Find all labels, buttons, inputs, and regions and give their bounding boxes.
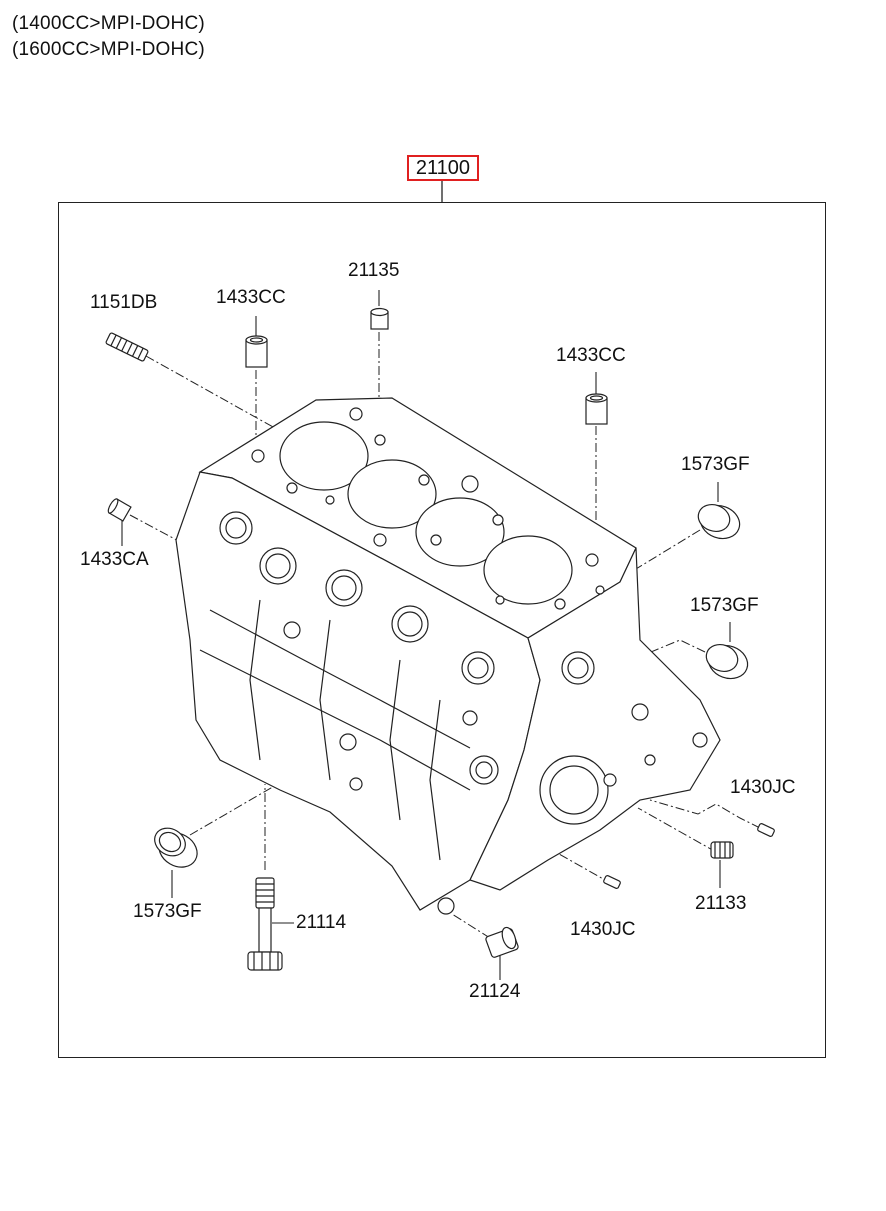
leader-1151db [145, 355, 283, 433]
callout-1151db[interactable]: 1151DB [90, 292, 158, 313]
callout-1433cc-left[interactable]: 1433CC [216, 287, 286, 308]
callout-21124[interactable]: 21124 [469, 981, 521, 1002]
pin-1430jc-bottom [603, 875, 621, 889]
callout-1573gf-mid[interactable]: 1573GF [690, 595, 759, 616]
sleeve-21135 [370, 307, 389, 330]
dowel-1433ca [107, 498, 132, 522]
leader-1430jc-right [649, 799, 761, 829]
plug-1573gf-top [697, 504, 741, 540]
dowel-1433cc-right [585, 393, 608, 425]
bolt-21114 [247, 877, 283, 971]
plug-1573gf-bottom [154, 827, 198, 868]
dowel-1433cc-left [245, 335, 268, 368]
plug-21133 [710, 841, 734, 859]
plug-1573gf-mid [705, 644, 749, 680]
callout-1430jc-bottom[interactable]: 1430JC [570, 919, 636, 940]
assembly-part-number[interactable]: 21100 [407, 155, 479, 181]
cylinder-block [175, 397, 721, 915]
callout-1573gf-top[interactable]: 1573GF [681, 454, 750, 475]
callout-21135[interactable]: 21135 [348, 260, 400, 281]
callout-1433cc-right[interactable]: 1433CC [556, 345, 626, 366]
callout-1433ca[interactable]: 1433CA [80, 549, 149, 570]
diagram-frame [58, 202, 826, 1058]
leader-21133 [637, 807, 717, 853]
bushing-21124 [485, 926, 519, 958]
engine-variant-1400cc: (1400CC>MPI-DOHC) [12, 13, 205, 34]
leader-1430jc-bottom [551, 849, 613, 885]
callout-1430jc-right[interactable]: 1430JC [730, 777, 796, 798]
pin-1430jc-right [757, 823, 775, 837]
engine-variant-1600cc: (1600CC>MPI-DOHC) [12, 39, 205, 60]
callout-1573gf-bottom[interactable]: 1573GF [133, 901, 202, 922]
callout-21133[interactable]: 21133 [695, 893, 747, 914]
leader-21124 [451, 913, 491, 939]
stud-1151db [105, 332, 149, 362]
callout-21114[interactable]: 21114 [296, 912, 347, 933]
